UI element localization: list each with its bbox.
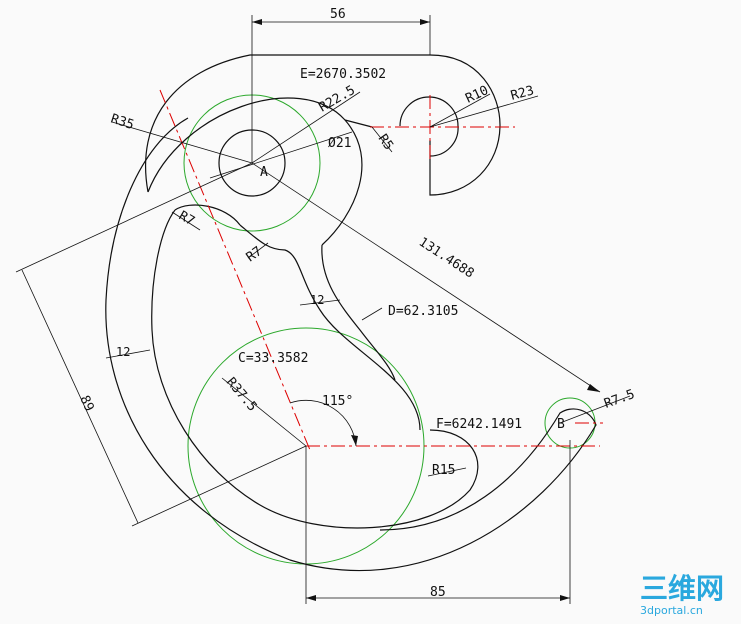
leader-r7-5 [559,395,631,424]
leader-r22 [251,91,361,164]
dim-text-r7-mid: R7 [244,244,265,265]
centerline-diag [159,89,311,451]
leader-r7-left [171,211,201,231]
watermark-site: 3dportal.cn [640,604,703,617]
dim-text-r15: R15 [432,463,455,478]
connector-a [344,119,373,128]
middle-slot-right [321,244,396,381]
right-lobe-r23 [429,54,501,196]
middle-slot-left [239,224,421,431]
point-a-label: A [260,165,268,180]
small-hole-r10 [399,96,459,157]
angle-arc-115 [289,399,357,447]
leader-r35 [111,121,253,164]
watermark-brand: 三维网 [640,572,724,605]
annotation-d: D=62.3105 [388,304,458,319]
dimension-lines [15,15,631,604]
leader-dia21 [209,131,353,179]
dim-text-r5: R5 [375,132,396,153]
outer-left-sweep [105,117,597,572]
leader-r37 [221,377,307,447]
dim-text-131: 131.4688 [416,235,477,282]
arrow-bottom-left [306,595,316,601]
leader-r7-mid [247,242,269,259]
inner-left-wall [151,209,479,529]
annotations: E=2670.3502 D=62.3105 C=33.3582 F=6242.1… [238,67,522,432]
leader-d [361,307,383,321]
fillet-r7-left [174,204,241,226]
dim-text-85: 85 [430,585,446,600]
dim-text-wall-mid: 12 [310,293,324,307]
watermark: 三维网 3dportal.cn [640,572,724,617]
dim-text-r10: R10 [463,83,491,107]
dim-text-r23: R23 [509,83,536,104]
dim-text-r7-5: R7.5 [602,387,637,412]
outer-arc-a [144,54,430,193]
ext-left-bottom [131,445,307,527]
arrow-top-left [252,19,262,25]
dim-wall-left [105,349,151,359]
annotation-e: E=2670.3502 [300,67,386,82]
arrow-diag [587,384,600,392]
dim-text-wall-left: 12 [116,345,130,359]
dim-text-r35: R35 [109,112,136,134]
hook-outline [105,54,597,572]
arrow-angle [351,435,358,446]
arrow-top-right [420,19,430,25]
dim-text-angle: 115° [322,394,353,409]
dimension-texts: 56 85 89 131.4688 115° Ø21 R35 R22.5 R10… [76,7,636,600]
arrow-bottom-right [560,595,570,601]
leader-r5 [371,126,393,153]
annotation-f: F=6242.1491 [436,417,522,432]
dim-text-r22: R22.5 [317,83,358,116]
annotation-c: C=33.3582 [238,351,308,366]
leader-r15 [427,467,467,477]
leader-r10 [429,93,491,128]
dim-text-r7-left: R7 [176,208,197,229]
point-b-label: B [557,417,565,432]
arc-a-r22 [147,97,363,246]
dim-text-r37: R37.5 [223,375,260,415]
construction-circles [183,94,596,565]
dim-text-dia21: Ø21 [328,136,351,151]
center-lines [159,89,603,451]
dim-text-89: 89 [76,393,96,414]
ext-left-top [15,162,253,273]
dim-left-89 [21,269,139,524]
point-markers: A B [260,165,565,432]
dim-text-56: 56 [330,7,346,22]
dim-diag-ab [251,162,601,393]
dim-wall-mid [299,299,341,306]
leader-r23 [429,95,539,128]
